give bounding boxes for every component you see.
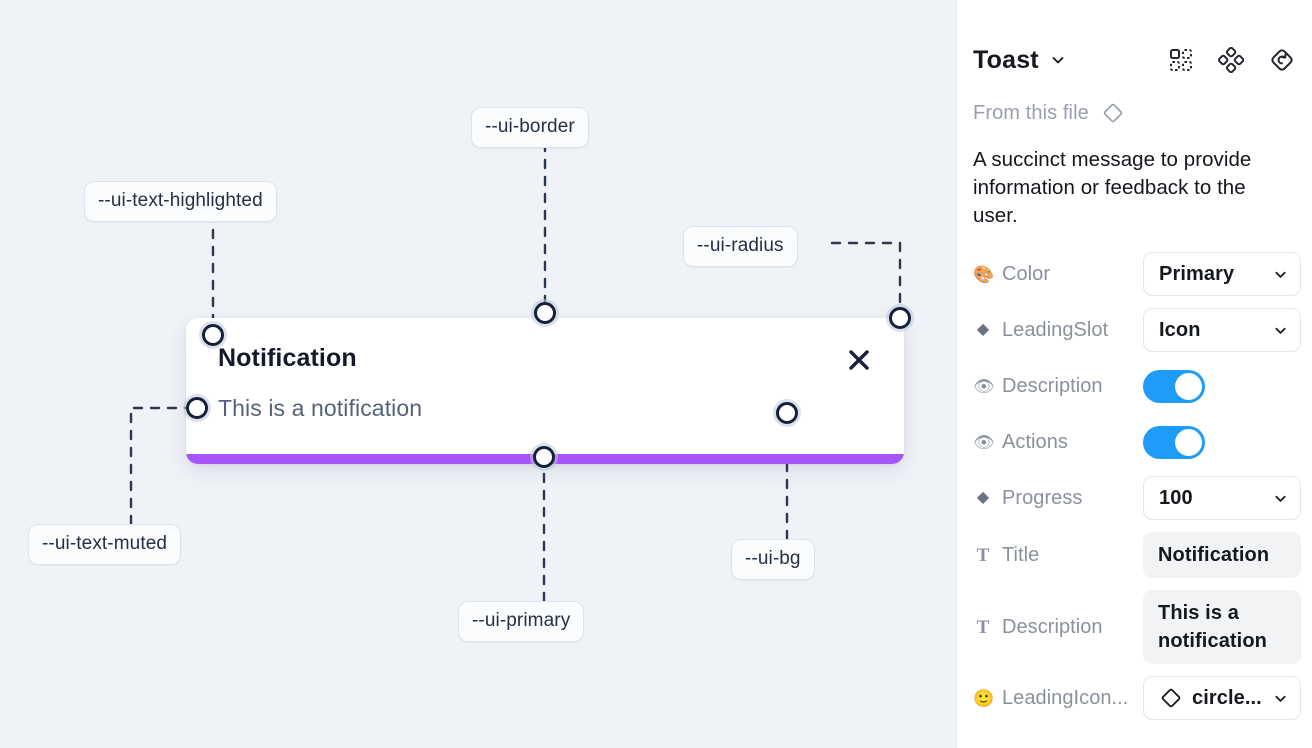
diamond-outline-icon — [1101, 101, 1125, 125]
token-label-ui-border[interactable]: --ui-border — [471, 107, 589, 148]
property-row-actions-toggle: 👁 Actions — [973, 420, 1296, 464]
properties-panel: Toast — [956, 0, 1312, 748]
text-type-icon: T — [976, 616, 990, 638]
property-label-actions: 👁 Actions — [973, 430, 1068, 453]
token-label-ui-radius[interactable]: --ui-radius — [683, 226, 798, 267]
token-label-ui-primary[interactable]: --ui-primary — [458, 601, 585, 642]
toast-preview-card[interactable]: Notification This is a notification — [186, 318, 904, 464]
handle-ui-text-highlighted[interactable] — [202, 324, 224, 346]
property-row-leadingslot: ◆ LeadingSlot Icon — [973, 308, 1301, 352]
smiley-icon: 🙂 — [973, 688, 995, 708]
chevron-down-icon[interactable] — [1050, 52, 1066, 68]
diamond-filled-icon: ◆ — [976, 489, 990, 506]
handle-ui-border[interactable] — [534, 302, 556, 324]
property-label-description-text: T Description — [973, 616, 1143, 639]
toast-description: This is a notification — [218, 395, 423, 421]
diamond-filled-icon: ◆ — [976, 321, 990, 338]
text-type-icon: T — [976, 544, 990, 566]
handle-ui-primary[interactable] — [533, 446, 555, 468]
eye-icon: 👁 — [973, 432, 995, 452]
progress-select[interactable]: 100 — [1143, 476, 1301, 520]
chevron-down-icon — [1273, 691, 1288, 706]
palette-icon: 🎨 — [973, 264, 995, 284]
property-row-description-text: T Description This is a notification — [973, 590, 1301, 664]
panel-header: Toast — [973, 30, 1296, 90]
color-select[interactable]: Primary — [1143, 252, 1301, 296]
property-row-description-toggle: 👁 Description — [973, 364, 1296, 408]
leadingicon-select[interactable]: circle... — [1143, 676, 1301, 720]
component-description: A succinct message to provide informatio… — [973, 148, 1252, 227]
variants-diamond-icon[interactable] — [1218, 47, 1244, 73]
description-input[interactable]: This is a notification — [1143, 590, 1301, 664]
property-row-progress: ◆ Progress 100 — [973, 476, 1301, 520]
line-ui-radius — [830, 241, 902, 312]
eye-icon: 👁 — [973, 376, 995, 396]
panel-header-actions — [1168, 46, 1296, 74]
property-label-title: T Title — [973, 544, 1143, 567]
property-row-color: 🎨 Color Primary — [973, 252, 1301, 296]
property-row-title: T Title Notification — [973, 532, 1301, 578]
token-label-ui-text-highlighted[interactable]: --ui-text-highlighted — [84, 181, 277, 222]
handle-ui-text-muted[interactable] — [186, 397, 208, 419]
toggle-knob — [1175, 428, 1202, 456]
from-this-file-label: From this file — [973, 101, 1089, 124]
leadingslot-select[interactable]: Icon — [1143, 308, 1301, 352]
property-label-progress: ◆ Progress — [973, 487, 1143, 510]
page-title: Toast — [973, 45, 1039, 74]
actions-toggle[interactable] — [1143, 425, 1205, 459]
property-label-color: 🎨 Color — [973, 262, 1051, 285]
property-label-description: 👁 Description — [973, 374, 1103, 397]
property-label-leadingslot: ◆ LeadingSlot — [973, 319, 1143, 342]
toast-title: Notification — [218, 344, 357, 372]
chevron-down-icon — [1273, 491, 1288, 506]
component-grid-icon[interactable] — [1168, 47, 1194, 73]
property-list: 🎨 Color Primary ◆ LeadingSlot — [973, 252, 1301, 720]
design-canvas[interactable]: Notification This is a notification --ui… — [0, 0, 956, 748]
description-toggle[interactable] — [1143, 369, 1205, 403]
diamond-outline-icon — [1159, 686, 1183, 710]
toggle-knob — [1175, 372, 1202, 400]
handle-ui-radius[interactable] — [889, 307, 911, 329]
from-this-file-row[interactable]: From this file — [973, 98, 1296, 128]
property-label-leadingicon: 🙂 LeadingIcon... — [973, 686, 1129, 709]
token-label-ui-bg[interactable]: --ui-bg — [731, 539, 815, 580]
reset-instance-icon[interactable] — [1268, 46, 1296, 74]
chevron-down-icon — [1273, 323, 1288, 338]
line-ui-text-muted — [129, 406, 191, 526]
chevron-down-icon — [1273, 267, 1288, 282]
handle-ui-bg[interactable] — [776, 402, 798, 424]
close-icon[interactable] — [844, 345, 874, 375]
property-row-leadingicon: 🙂 LeadingIcon... circle... — [973, 676, 1301, 720]
token-label-ui-text-muted[interactable]: --ui-text-muted — [28, 524, 182, 565]
title-input[interactable]: Notification — [1143, 532, 1301, 578]
